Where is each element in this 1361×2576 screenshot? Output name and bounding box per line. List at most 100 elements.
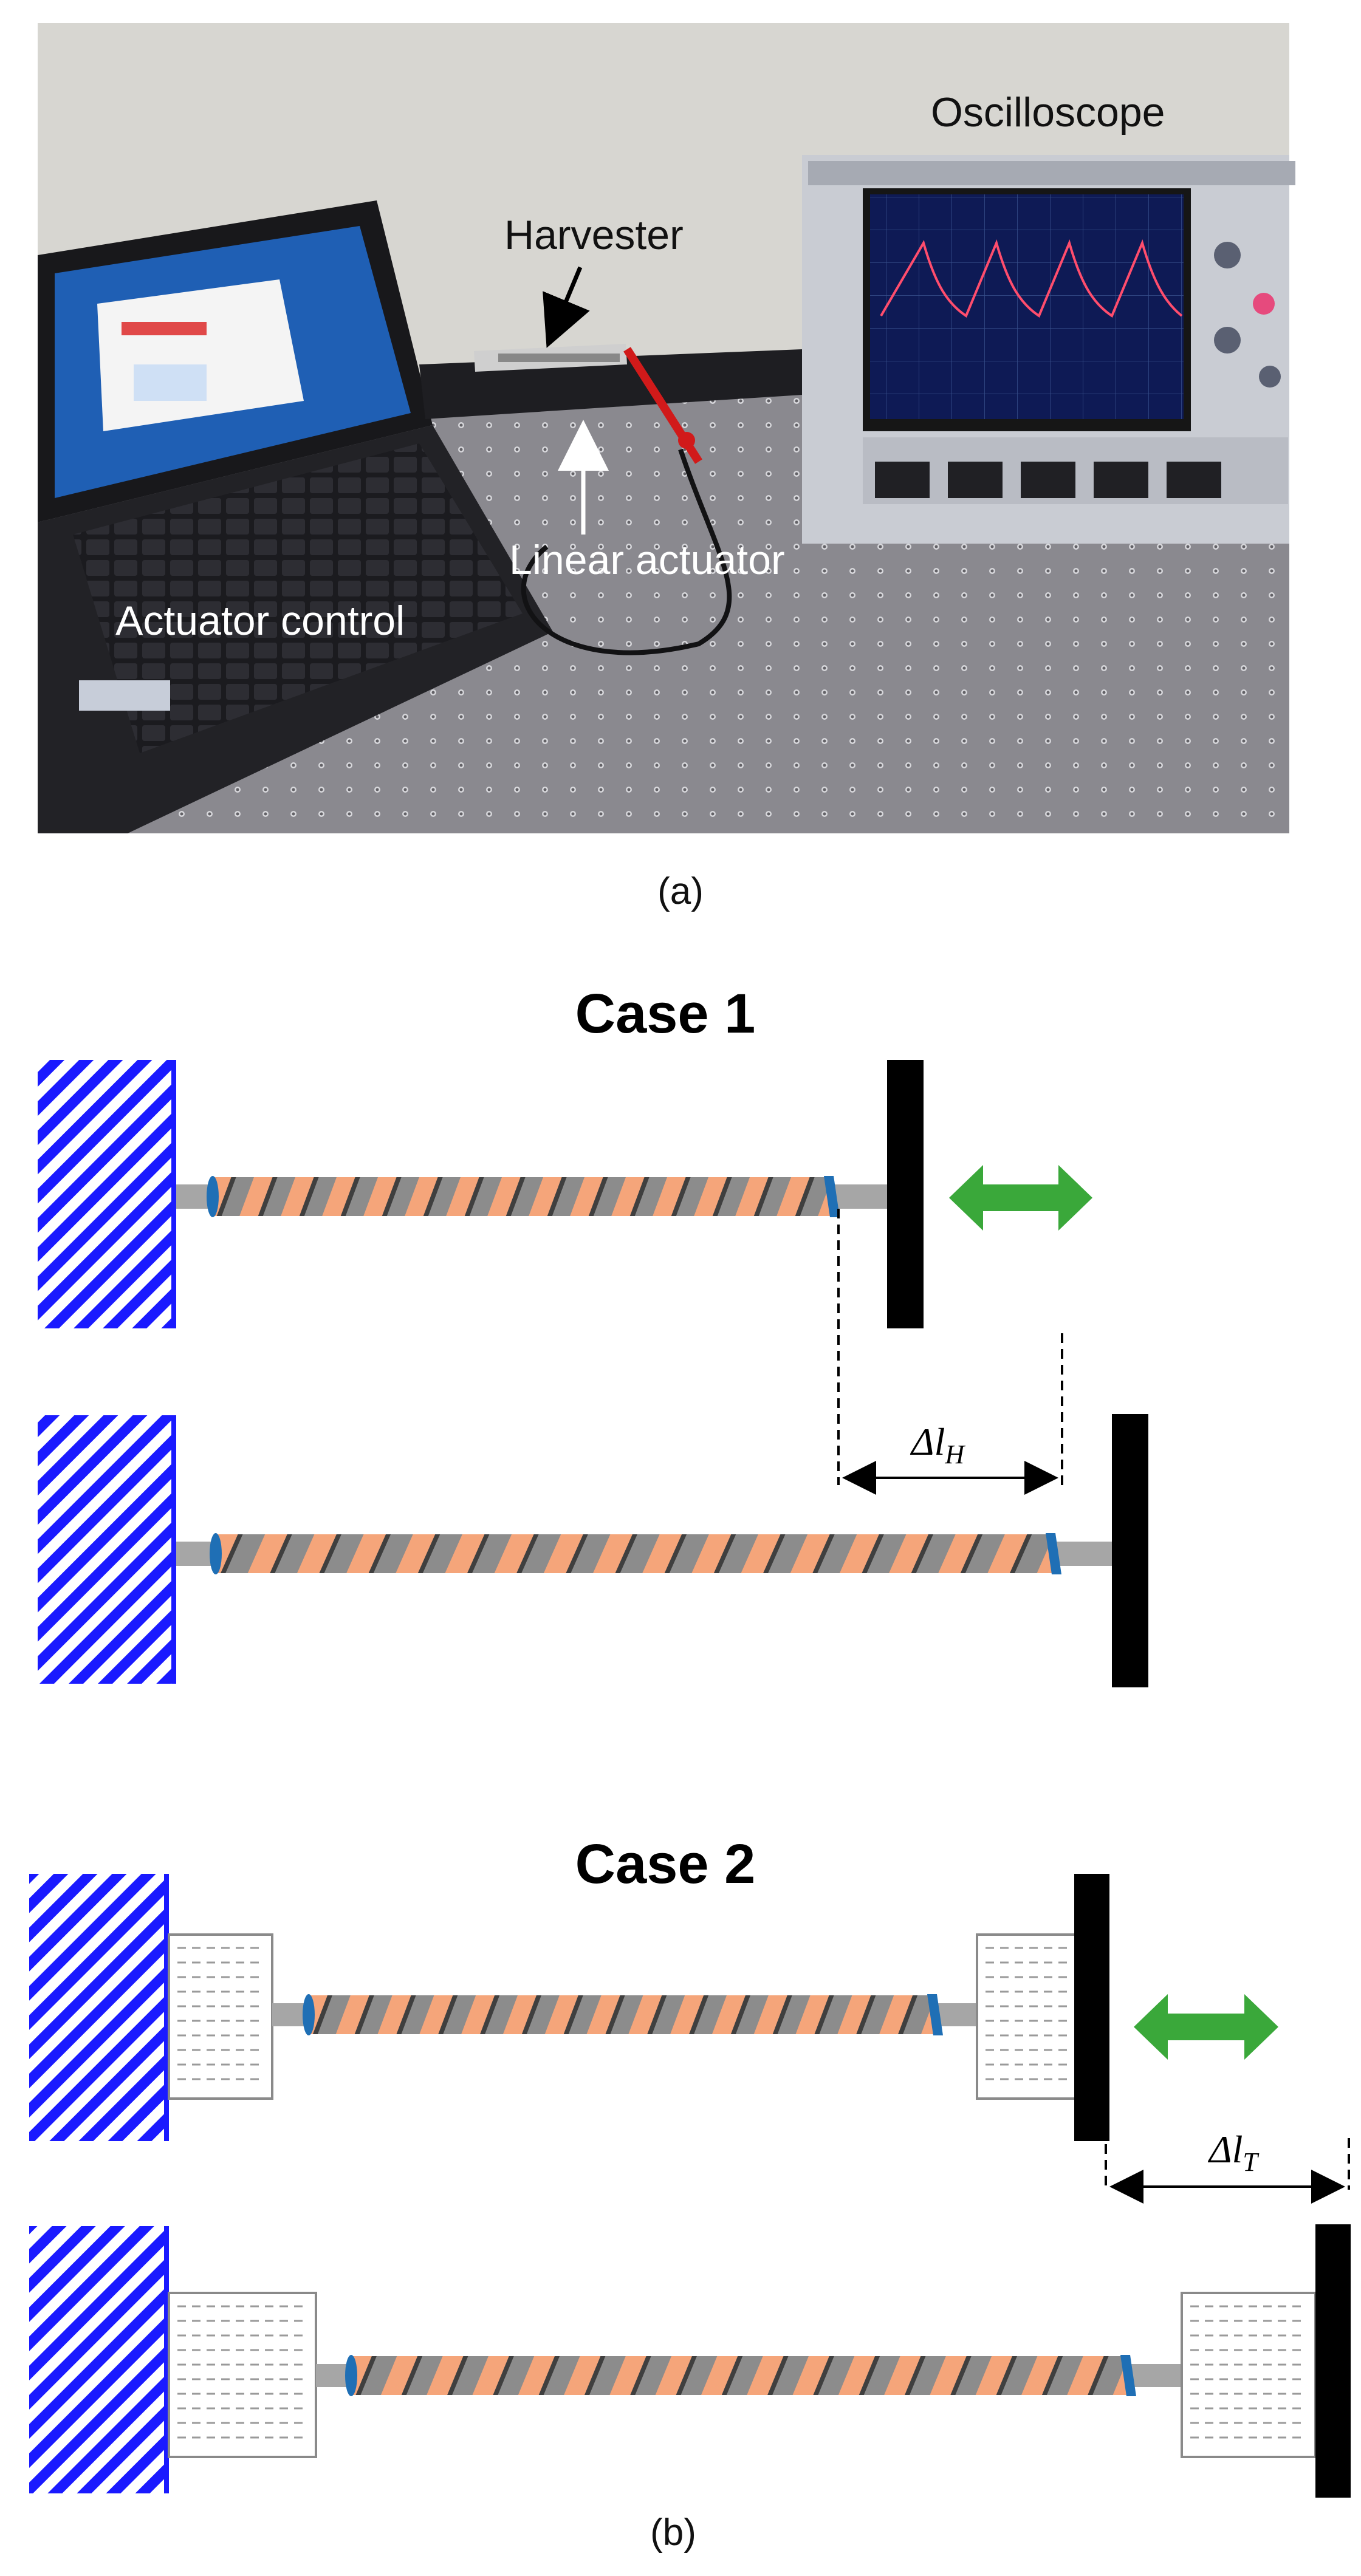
- fiber-coil-stripe: [905, 2356, 946, 2395]
- wall-edge: [171, 1060, 176, 1328]
- fiber-coil-stripe: [911, 1534, 956, 1573]
- fiber-coil-stripe: [467, 1534, 512, 1573]
- moving-plate: [1074, 1874, 1109, 2141]
- fiber-coil-stripe: [480, 1995, 518, 2034]
- fiber-coil-stripe: [506, 1177, 543, 1216]
- harvester-pointer-arrow: [543, 266, 590, 348]
- fiber-coil-stripe: [423, 1177, 461, 1216]
- oscillation-arrow: [949, 1165, 1092, 1231]
- fiber-coil-stripe: [563, 1995, 602, 2034]
- fiber-coil-stripe: [812, 1534, 857, 1573]
- fiber-end-cap: [927, 1994, 943, 2035]
- fiber-coil-stripe: [538, 2356, 580, 2395]
- oscillation-arrow: [1134, 1994, 1278, 2060]
- fiber-coil-stripe: [493, 2356, 535, 2395]
- fiber-coil-stripe: [814, 1995, 852, 2034]
- fiber-coil-stripe: [516, 1534, 561, 1573]
- fiber-coil-stripe: [712, 1177, 750, 1216]
- wall-edge: [164, 1874, 169, 2141]
- fiber-coil-stripe: [438, 1995, 476, 2034]
- fiber-coil-stripe: [689, 1995, 727, 2034]
- fiber-coil-stripe: [630, 2356, 672, 2395]
- fiber-coil-stripe: [585, 2356, 626, 2395]
- wall-edge: [164, 2226, 169, 2493]
- fiber-coil-stripe: [270, 1534, 315, 1573]
- fiber-coil-stripe: [753, 1177, 791, 1216]
- fixed-wall: [38, 1415, 176, 1684]
- fiber-coil-stripe: [464, 1177, 502, 1216]
- fiber-coil-stripe: [368, 1534, 413, 1573]
- fiber-coil-stripe: [671, 1177, 708, 1216]
- twisted-fiber-actuator: [303, 1994, 943, 2035]
- fiber-end-cap: [210, 1533, 222, 1574]
- fiber-end-cap: [345, 2355, 357, 2396]
- fiber-coil-stripe: [859, 2356, 900, 2395]
- fiber-coil-stripe: [605, 1995, 643, 2034]
- fiber-end-cap: [824, 1176, 840, 1217]
- fixed-wall: [29, 2226, 168, 2493]
- fiber-coil-stripe: [417, 1534, 462, 1573]
- fiber-end-cap: [1046, 1533, 1061, 1574]
- fiber-coil-stripe: [312, 1995, 351, 2034]
- oscilloscope: [802, 155, 1295, 544]
- fiber-coil-stripe: [772, 1995, 811, 2034]
- twisted-fiber-actuator: [345, 2355, 1136, 2396]
- case-1-extended-state: [38, 1414, 1148, 1687]
- moving-plate: [1112, 1414, 1148, 1687]
- fiber-coil-stripe: [721, 2356, 763, 2395]
- fiber-end-cap: [207, 1176, 219, 1217]
- fiber-coil-stripe: [299, 1177, 337, 1216]
- fiber-coil-stripe: [898, 1995, 936, 2034]
- moving-plate: [1315, 2224, 1351, 2498]
- panel-a-caption: (a): [657, 870, 704, 912]
- elongation-dimension-h: ΔlH: [837, 1209, 1063, 1495]
- delta-l-t-label: ΔlT: [1207, 2128, 1260, 2177]
- harvester-label: Harvester: [504, 212, 684, 258]
- case-2-initial-state: [29, 1874, 1278, 2141]
- fiber-coil-stripe: [258, 1177, 295, 1216]
- linear-actuator: [419, 344, 802, 655]
- fiber-coil-stripe: [615, 1534, 660, 1573]
- fluid-tank-right: [1181, 2292, 1317, 2458]
- oscilloscope-label: Oscilloscope: [931, 89, 1165, 135]
- fluid-tank-left: [168, 1933, 273, 2100]
- fiber-coil-stripe: [382, 1177, 419, 1216]
- fiber-coil-stripe: [521, 1995, 560, 2034]
- fiber-coil-stripe: [856, 1995, 894, 2034]
- fiber-coil-stripe: [355, 2356, 397, 2395]
- fiber-coil-stripe: [676, 2356, 718, 2395]
- fiber-coil-stripe: [1041, 2356, 1083, 2395]
- fiber-coil-stripe: [401, 2356, 443, 2395]
- actuator-control-label: Actuator control: [115, 598, 405, 644]
- fluid-tank-left: [168, 2292, 317, 2458]
- fiber-coil-stripe: [862, 1534, 907, 1573]
- fiber-end-cap: [303, 1994, 315, 2035]
- fixed-wall: [29, 1874, 168, 2141]
- fiber-coil-stripe: [813, 2356, 855, 2395]
- fiber-coil-stripe: [960, 1534, 1005, 1573]
- moving-plate: [887, 1060, 924, 1328]
- fiber-coil-stripe: [447, 2356, 489, 2395]
- laptop: [38, 200, 553, 833]
- fluid-tank-right: [976, 1933, 1077, 2100]
- fiber-coil-stripe: [1009, 1534, 1054, 1573]
- fiber-coil-stripe: [588, 1177, 626, 1216]
- panel-b-caption: (b): [650, 2512, 696, 2554]
- fiber-coil-stripe: [566, 1534, 611, 1573]
- fiber-coil-stripe: [1088, 2356, 1129, 2395]
- fiber-coil-stripe: [767, 2356, 809, 2395]
- fiber-coil-stripe: [216, 1177, 254, 1216]
- case-2-title: Case 2: [575, 1833, 756, 1895]
- fiber-coil-stripe: [795, 1177, 832, 1216]
- delta-l-h-label: ΔlH: [910, 1420, 965, 1469]
- fiber-coil-stripe: [354, 1995, 393, 2034]
- elongation-dimension-t: ΔlT: [1105, 2128, 1350, 2204]
- case-1-initial-state: [38, 1060, 1092, 1328]
- twisted-fiber-actuator: [207, 1176, 840, 1217]
- fiber-coil-stripe: [396, 1995, 434, 2034]
- case-1-title: Case 1: [575, 983, 756, 1045]
- fiber-coil-stripe: [950, 2356, 992, 2395]
- fixed-wall: [38, 1060, 176, 1328]
- fiber-end-cap: [1120, 2355, 1136, 2396]
